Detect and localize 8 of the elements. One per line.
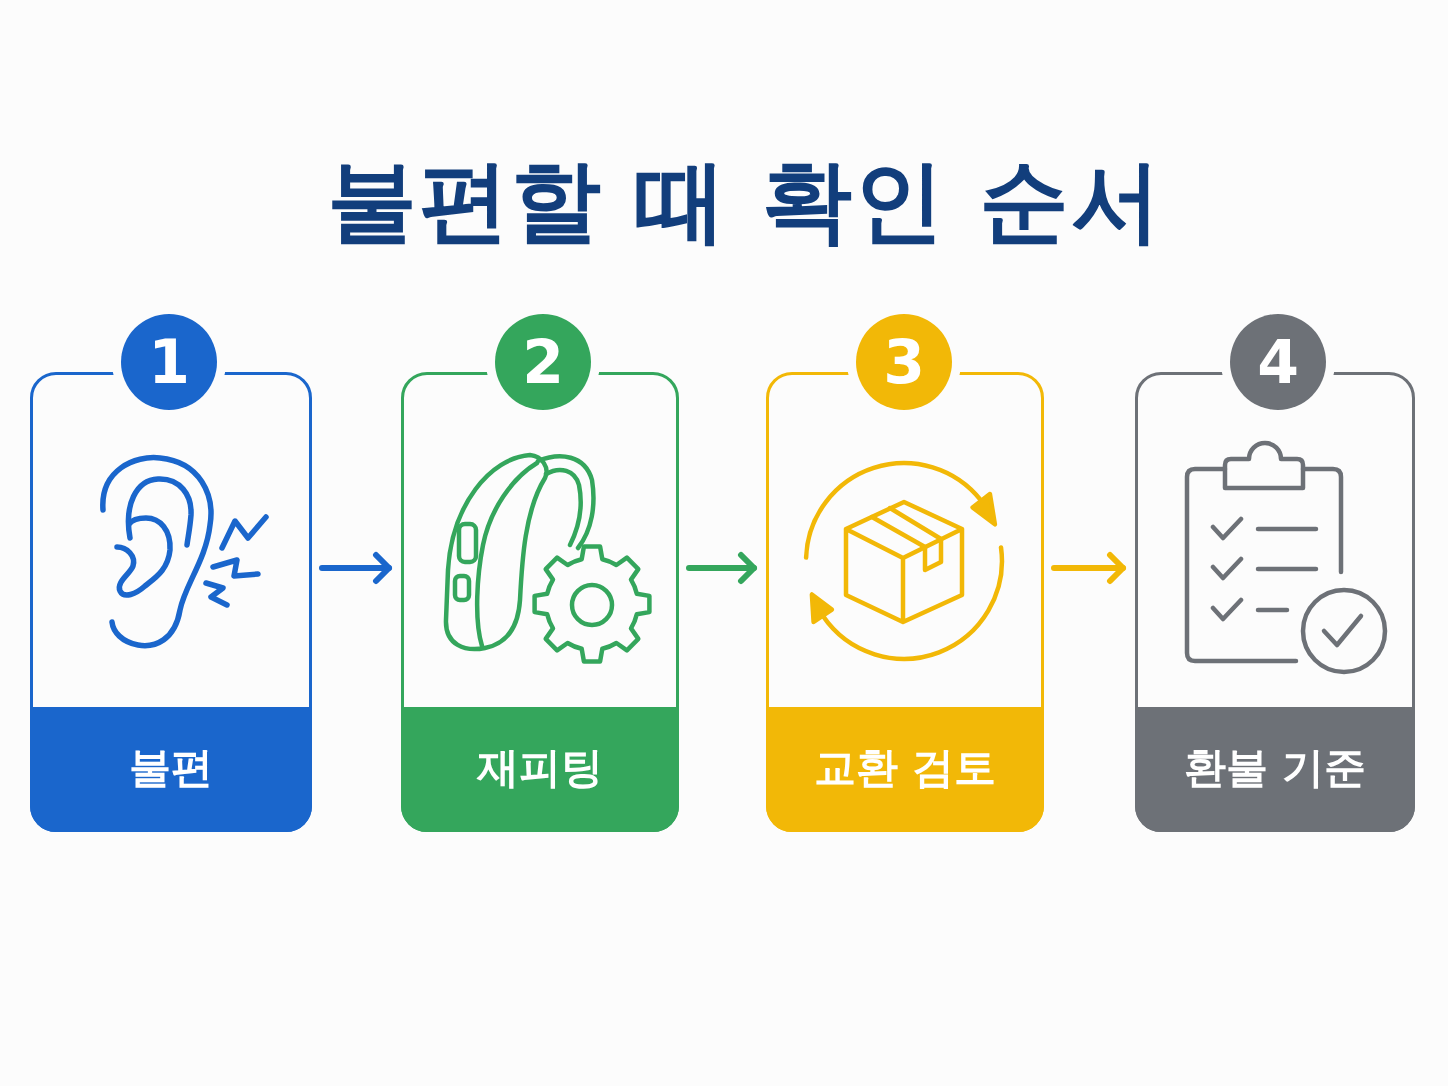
label-band: 재피팅 [401,707,679,832]
label-band: 불편 [30,707,312,832]
label-band: 환불 기준 [1135,707,1415,832]
title: 불편할 때 확인 순서 [327,147,1163,255]
arrow [1051,552,1126,584]
arrow [319,552,392,584]
label-band: 교환 검토 [766,707,1044,832]
arrow [686,552,757,584]
